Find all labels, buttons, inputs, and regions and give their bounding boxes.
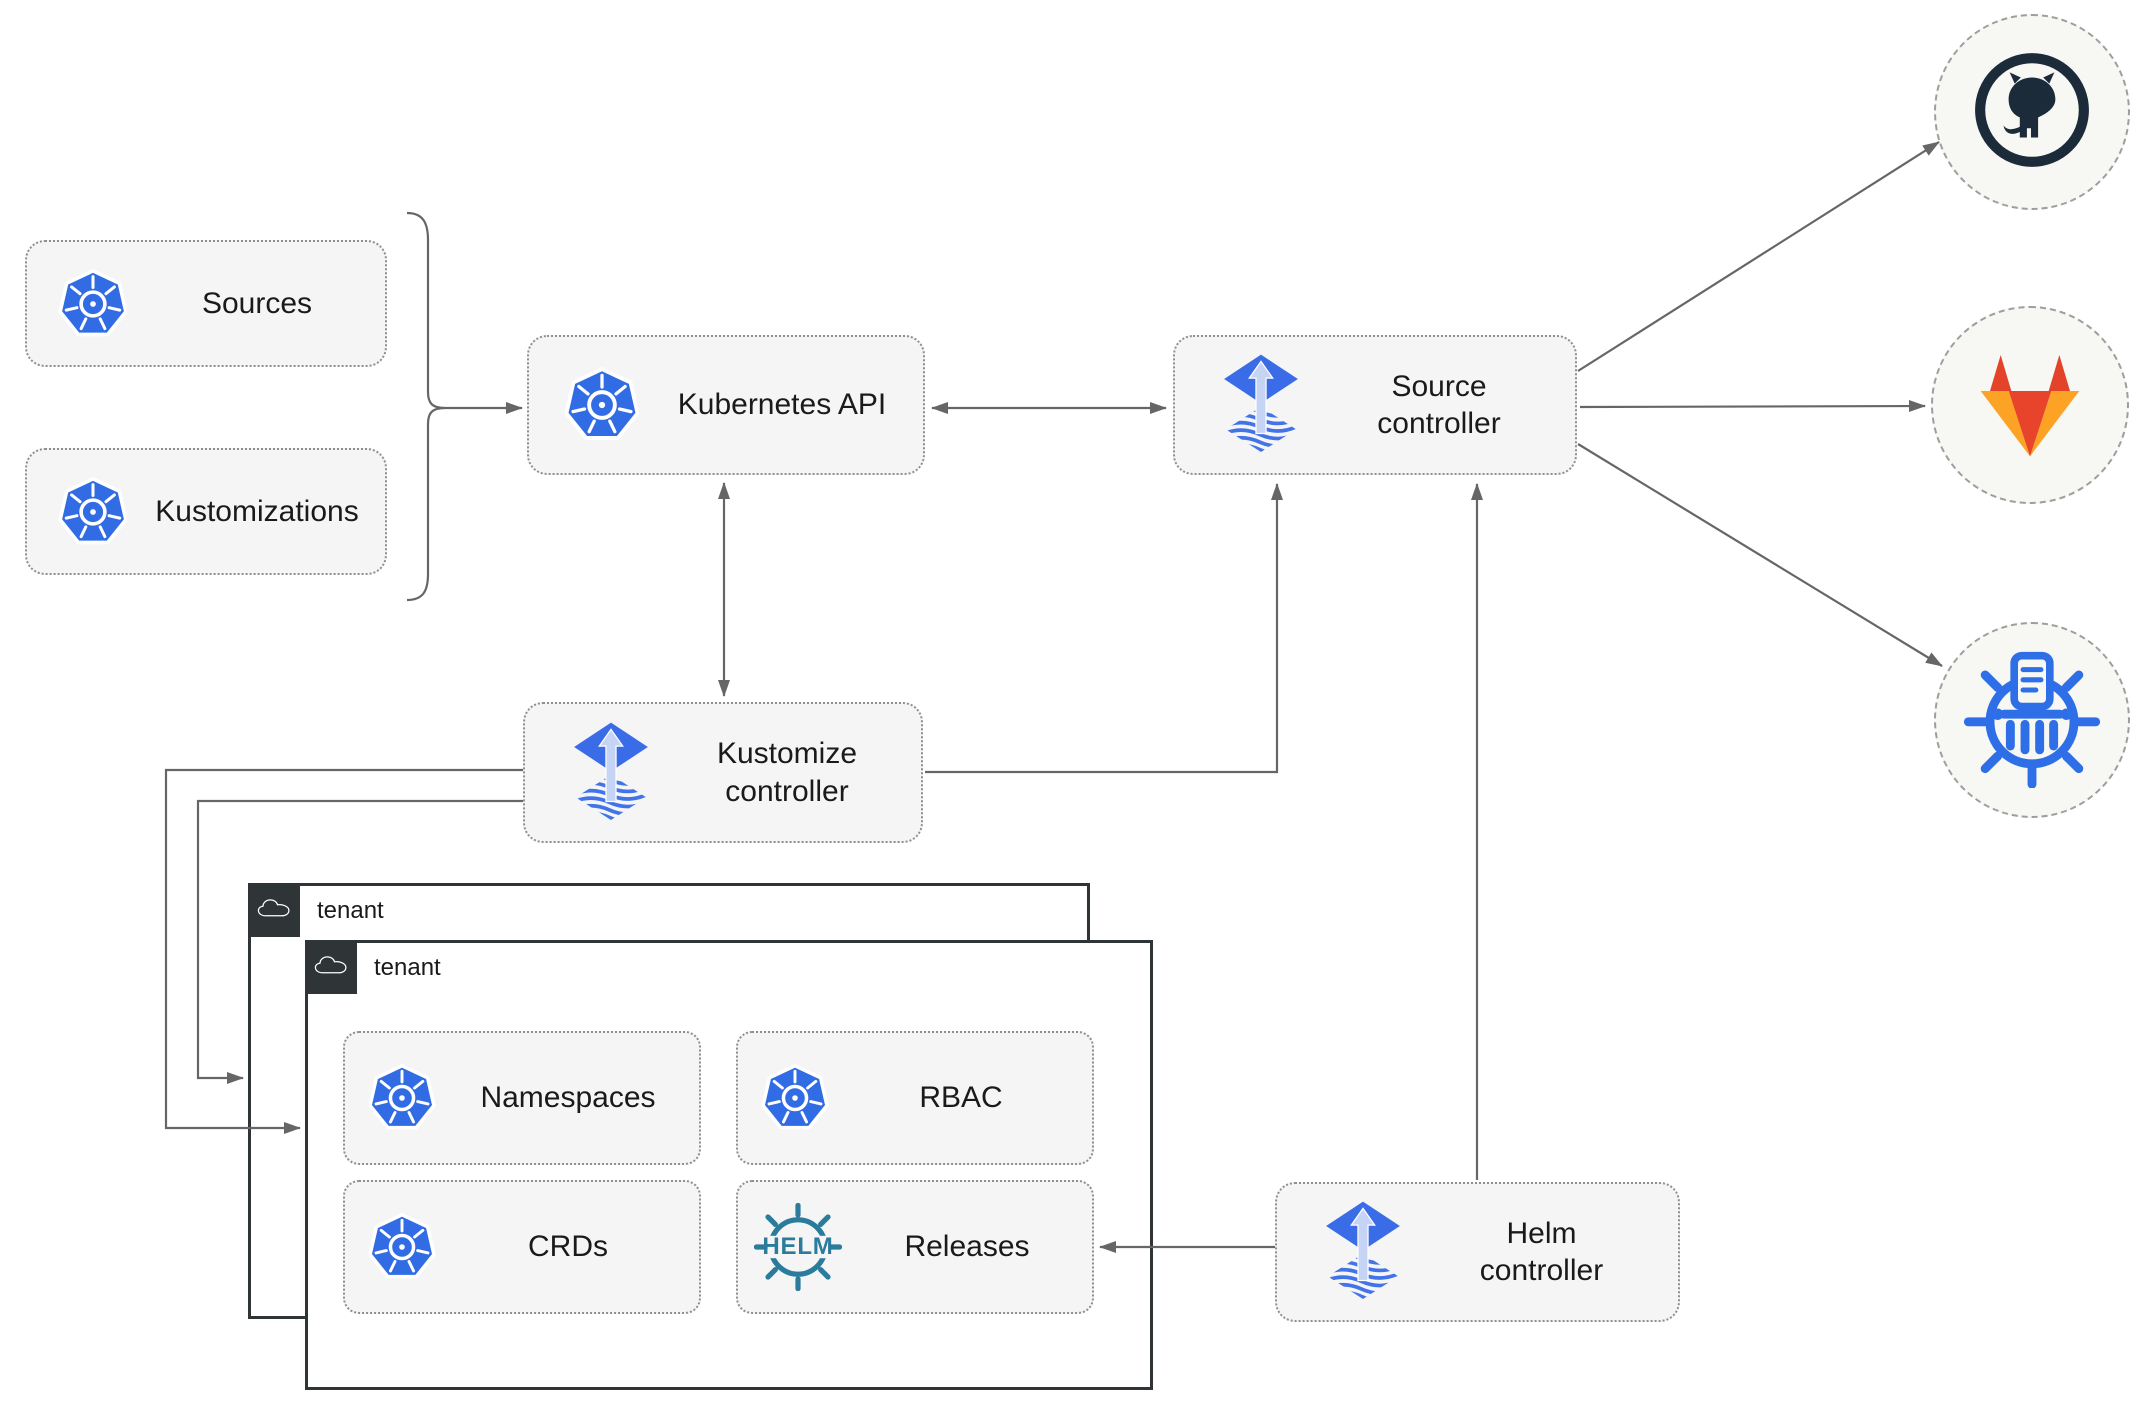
edge-source-controller-to-github: [1577, 141, 1940, 372]
node-kustomize-controller: Kustomize controller: [523, 702, 923, 843]
endpoint-github: [1934, 14, 2130, 210]
flux-icon: [1277, 1200, 1405, 1304]
node-namespaces: Namespaces: [343, 1031, 701, 1165]
node-source-controller: Source controller: [1173, 335, 1577, 475]
node-rbac: RBAC: [736, 1031, 1094, 1165]
helm-logo-icon: HELM: [738, 1203, 842, 1291]
node-kubernetes-api: Kubernetes API: [527, 335, 925, 475]
node-label: Kustomize controller: [716, 737, 858, 808]
kubernetes-icon: [529, 365, 641, 445]
edge-source-controller-to-gitlab: [1579, 400, 1926, 413]
tenant-header: [248, 883, 300, 937]
node-label: RBAC: [919, 1081, 1003, 1115]
node-label: Kubernetes API: [677, 388, 887, 422]
kubernetes-icon: [27, 267, 129, 341]
node-label: Source controller: [1377, 369, 1501, 441]
edge-kustomize-to-source-controller: [925, 483, 1283, 774]
kubernetes-icon: [738, 1062, 830, 1134]
node-label: Helm controller: [1479, 1216, 1604, 1288]
tenant-header: [305, 940, 357, 994]
helm-logo-text: HELM: [762, 1233, 833, 1260]
node-label: Sources: [201, 286, 313, 320]
chartmuseum-icon: [1962, 648, 2102, 793]
github-icon: [1971, 49, 2093, 176]
node-label: CRDs: [528, 1230, 608, 1264]
kubernetes-icon: [345, 1211, 437, 1283]
cloud-icon: [314, 954, 348, 981]
endpoint-chartmuseum: [1934, 622, 2130, 818]
node-kustomizations: Kustomizations: [25, 448, 387, 575]
node-helm-controller: Helm controller: [1275, 1182, 1680, 1322]
cloud-icon: [257, 897, 291, 924]
bracket-sources-group: [406, 211, 446, 602]
node-label: Releases: [904, 1230, 1030, 1264]
node-label: Namespaces: [480, 1081, 656, 1115]
node-sources: Sources: [25, 240, 387, 367]
node-crds: CRDs: [343, 1180, 701, 1314]
kubernetes-icon: [27, 475, 129, 549]
edge-source-controller-to-chartmuseum: [1577, 443, 1943, 667]
tenant-box-inner: tenant: [305, 940, 1153, 1390]
kubernetes-icon: [345, 1062, 437, 1134]
flux-icon: [1175, 353, 1303, 457]
tenant-label: tenant: [317, 897, 384, 924]
flux-icon: [525, 721, 653, 825]
node-label: Kustomizations: [155, 494, 359, 528]
node-releases: HELM Releases: [736, 1180, 1094, 1314]
gitlab-icon: [1963, 343, 2097, 468]
tenant-label: tenant: [374, 954, 441, 981]
endpoint-gitlab: [1931, 306, 2129, 504]
